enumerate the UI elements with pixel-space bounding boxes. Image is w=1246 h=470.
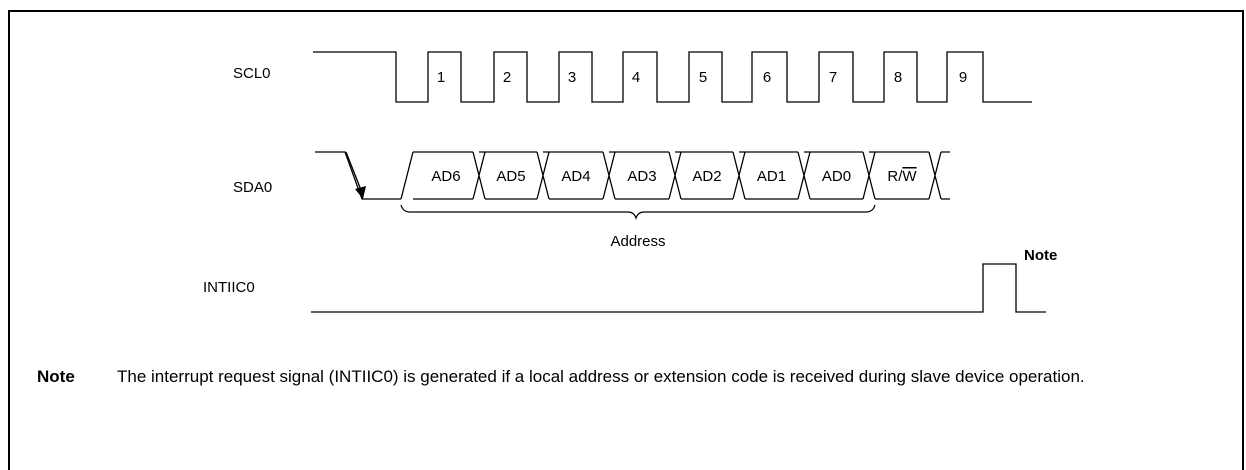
scl0-waveform: [313, 51, 1032, 103]
address-label: Address: [610, 233, 665, 250]
clock-pulse-number: 9: [959, 69, 967, 86]
sda0-start-line: [315, 151, 401, 200]
address-bit-cell: AD0: [822, 168, 851, 185]
intiic0-label: INTIIC0: [203, 279, 255, 296]
address-bit-cell: AD1: [757, 168, 786, 185]
clock-pulse-number: 5: [699, 69, 707, 86]
clock-pulse-numbers: 1 2 3 4 5 6 7 8 9: [437, 69, 967, 86]
diagram-frame: [8, 10, 1244, 470]
address-bit-cell: AD6: [431, 168, 460, 185]
sda0-label: SDA0: [233, 179, 272, 196]
address-bit-cell: AD4: [561, 168, 590, 185]
intiic0-waveform: [311, 263, 1046, 313]
start-condition-arrow: [345, 151, 362, 191]
clock-pulse-number: 8: [894, 69, 902, 86]
scl0-label: SCL0: [233, 65, 271, 82]
clock-pulse-number: 2: [503, 69, 511, 86]
address-bit-cell: AD3: [627, 168, 656, 185]
address-data-cells: AD6 AD5 AD4 AD3 AD2 AD1 AD0 R/W: [400, 151, 950, 200]
address-brace: [400, 204, 876, 220]
sda0-bus-outline: [400, 151, 950, 200]
address-bit-cell: AD2: [692, 168, 721, 185]
intiic0-note-tag: Note: [1024, 247, 1057, 264]
note-text: The interrupt request signal (INTIIC0) i…: [117, 367, 1085, 386]
clock-pulse-number: 1: [437, 69, 445, 86]
clock-pulse-number: 6: [763, 69, 771, 86]
note-key: Note: [37, 367, 75, 386]
clock-pulse-number: 4: [632, 69, 640, 86]
clock-pulse-number: 3: [568, 69, 576, 86]
arrow-head: [355, 186, 366, 199]
clock-pulse-number: 7: [829, 69, 837, 86]
address-bit-cell: R/W: [887, 168, 917, 185]
address-bit-cell: AD5: [496, 168, 525, 185]
